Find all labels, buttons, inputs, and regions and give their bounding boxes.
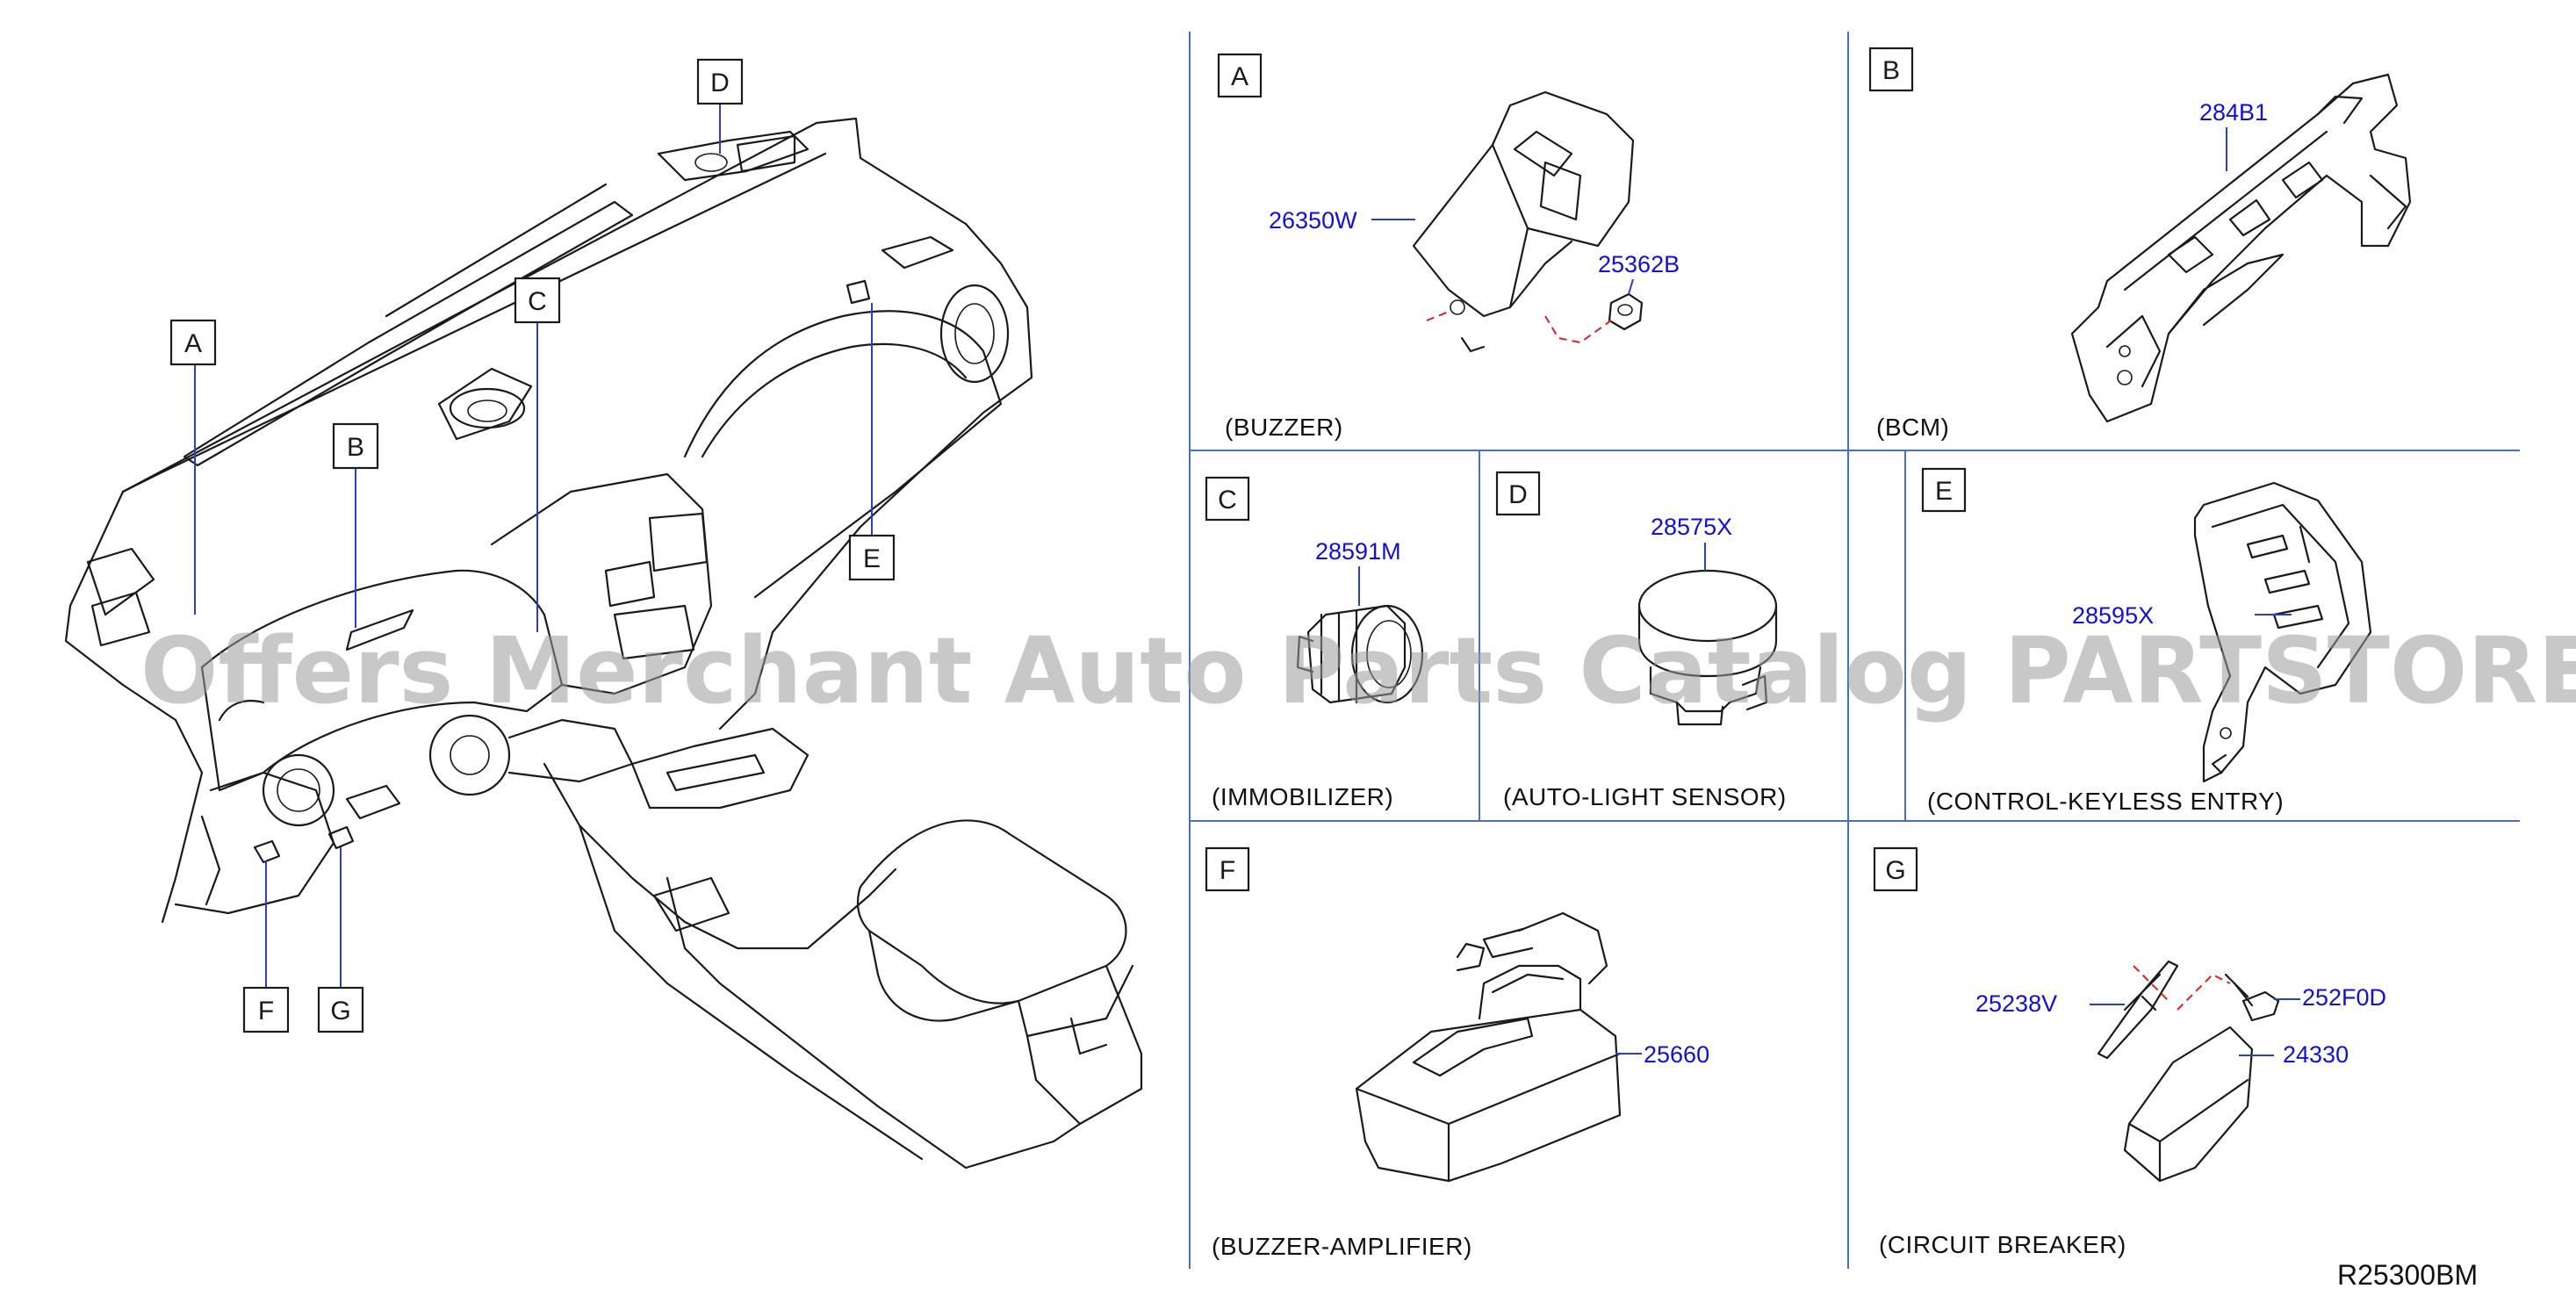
part-number-28591m: 28591M bbox=[1315, 538, 1401, 565]
callout-label: C bbox=[528, 287, 547, 316]
overview-callout-e: E bbox=[848, 534, 896, 581]
panel-g-circuit-breaker: G 25238V 252F0D 24330 (CIRCUIT BREAKER) bbox=[1873, 846, 2386, 1258]
panel-c-caption: (IMMOBILIZER) bbox=[1212, 783, 1393, 810]
overview-leader-lines bbox=[194, 104, 873, 988]
panel-d-letter: D bbox=[1508, 480, 1528, 509]
part-number-28575x: 28575X bbox=[1651, 514, 1732, 540]
diagram-reference-code: R25300BM bbox=[2337, 1259, 2478, 1291]
dashboard-overview-illustration bbox=[64, 117, 1143, 1170]
watermark-text: Offers Merchant Auto Parts Catalog PARTS… bbox=[140, 617, 2576, 724]
part-number-26350w: 26350W bbox=[1269, 207, 1357, 234]
part-number-252f0d: 252F0D bbox=[2302, 984, 2386, 1011]
panel-d-caption: (AUTO-LIGHT SENSOR) bbox=[1503, 783, 1787, 810]
panel-c-immobilizer: C 28591M (IMMOBILIZER) bbox=[1205, 476, 1424, 810]
immobilizer-part-illustration bbox=[1296, 604, 1424, 704]
part-number-25660: 25660 bbox=[1644, 1041, 1709, 1068]
panel-e-letter: E bbox=[1935, 477, 1953, 506]
breaker-box-illustration bbox=[2123, 1026, 2254, 1183]
overview-callout-a: A bbox=[169, 319, 217, 366]
keyless-module-illustration bbox=[2193, 481, 2372, 783]
callout-label: A bbox=[184, 329, 202, 358]
overview-callout-g: G bbox=[317, 986, 364, 1033]
panel-grid bbox=[1189, 32, 2520, 1269]
panel-g-letter: G bbox=[1885, 856, 1905, 885]
panel-d-auto-light-sensor: D 28575X (AUTO-LIGHT SENSOR) bbox=[1495, 471, 1787, 810]
panel-f-buzzer-amplifier: F 25660 (BUZZER-AMPLIFIER) bbox=[1205, 846, 1709, 1260]
part-number-28595x: 28595X bbox=[2072, 602, 2154, 629]
callout-label: E bbox=[863, 544, 881, 573]
fuse-blade-illustration bbox=[2097, 960, 2179, 1060]
part-number-24330: 24330 bbox=[2283, 1041, 2349, 1068]
panel-c-letter: C bbox=[1218, 486, 1237, 515]
overview-callout-d: D bbox=[696, 58, 744, 105]
callout-label: F bbox=[258, 997, 274, 1026]
buzzer-amplifier-illustration bbox=[1355, 911, 1622, 1183]
panel-e-caption: (CONTROL-KEYLESS ENTRY) bbox=[1927, 788, 2284, 815]
panel-a-letter: A bbox=[1231, 62, 1248, 91]
overview-callout-c: C bbox=[514, 277, 561, 324]
panel-a-buzzer: A 26350W 25362B (BUZZER) bbox=[1217, 53, 1680, 441]
part-number-25238v: 25238V bbox=[1975, 990, 2057, 1017]
panel-e-control-keyless-entry: E 28595X (CONTROL-KEYLESS ENTRY) bbox=[1921, 467, 2372, 815]
panel-b-caption: (BCM) bbox=[1876, 414, 1949, 441]
sensor-part-illustration bbox=[1637, 569, 1778, 726]
buzzer-part-illustration bbox=[1412, 90, 1635, 353]
callout-label: B bbox=[347, 433, 364, 462]
panel-b-letter: B bbox=[1882, 56, 1900, 85]
panel-b-bcm: B 284B1 (BCM) bbox=[1868, 47, 2412, 441]
panel-g-caption: (CIRCUIT BREAKER) bbox=[1879, 1231, 2126, 1258]
part-number-284b1: 284B1 bbox=[2199, 99, 2268, 126]
part-number-25362b: 25362B bbox=[1598, 251, 1680, 277]
overview-callout-b: B bbox=[332, 422, 379, 470]
panel-f-caption: (BUZZER-AMPLIFIER) bbox=[1212, 1233, 1472, 1260]
bcm-part-illustration bbox=[2070, 73, 2412, 423]
nut-part-illustration bbox=[1608, 292, 1644, 331]
callout-label: G bbox=[330, 997, 350, 1026]
callout-label: D bbox=[710, 68, 730, 97]
overview-callout-f: F bbox=[242, 986, 290, 1033]
panel-a-caption: (BUZZER) bbox=[1225, 414, 1343, 441]
panel-f-letter: F bbox=[1220, 856, 1235, 885]
bolt-illustration bbox=[2224, 973, 2280, 1022]
